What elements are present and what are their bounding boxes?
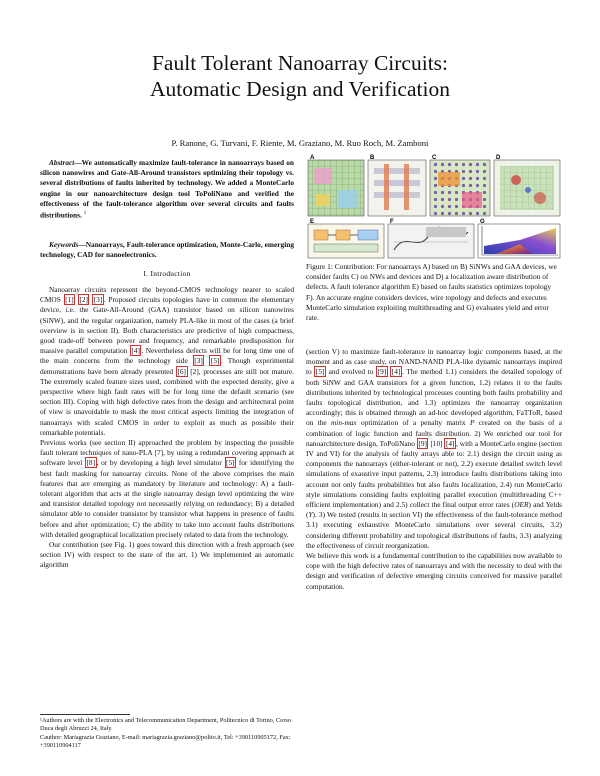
panel-e: E	[307, 219, 385, 259]
citation[interactable]: [9]	[376, 366, 388, 378]
footnote: ¹Authors are with the Electronics and Te…	[40, 717, 294, 751]
panel-label: B	[370, 155, 375, 161]
citation[interactable]: [3]	[92, 294, 104, 306]
keywords: Keywords—Nanoarrays, Fault-tolerance opt…	[40, 240, 294, 260]
footnote-line-1: ¹Authors are with the Electronics and Te…	[40, 717, 292, 733]
abstract-footnote-mark: 1	[83, 211, 87, 217]
right-column: (section V) to maximize fault-tolerance …	[306, 347, 562, 592]
title-line-1: Fault Tolerant Nanoarray Circuits:	[151, 51, 449, 75]
citation[interactable]: [8]	[84, 457, 97, 469]
panel-label: C	[432, 155, 437, 161]
citation[interactable]: [4]	[390, 366, 402, 378]
panel-label: F	[390, 219, 394, 225]
panel-g: G	[477, 219, 561, 259]
section-heading: I. Introduction	[143, 269, 191, 278]
citation[interactable]: [5]	[224, 457, 237, 469]
intro-paragraph-1: Nanoarray circuits represent the beyond-…	[40, 285, 294, 437]
panel-d: D	[493, 155, 561, 217]
panel-c: C	[429, 155, 491, 217]
figure-1-graphic: A B C D	[307, 155, 561, 259]
citation[interactable]: [4]	[129, 345, 142, 357]
intro-paragraph-2: Previous works (see section II) approach…	[40, 438, 294, 539]
keywords-body: —Nanoarrays, Fault-tolerance optimizatio…	[40, 240, 294, 260]
right-paragraph-1: (section V) to maximize fault-tolerance …	[306, 347, 563, 550]
panel-a: A	[307, 155, 365, 217]
keywords-lead: Keywords	[49, 240, 79, 249]
left-column: Nanoarray circuits represent the beyond-…	[40, 285, 294, 571]
panel-b: B	[367, 155, 427, 217]
abstract-body: —We automatically maximize fault-toleran…	[40, 158, 294, 220]
citation[interactable]: [9]	[416, 437, 429, 449]
abstract: Abstract—We automatically maximize fault…	[40, 158, 294, 221]
author-list: P. Ranone, G. Turvani, F. Riente, M. Gra…	[171, 138, 429, 148]
panel-label: E	[310, 219, 314, 225]
citation[interactable]: [5]	[209, 355, 221, 367]
footnote-line-2: Cauthor: Mariagrazia Graziano, E-mail: m…	[40, 733, 291, 750]
citation[interactable]: [5]	[314, 366, 326, 378]
panel-label: D	[496, 155, 501, 161]
citation[interactable]: [6]	[175, 365, 188, 377]
citation[interactable]: [4]	[444, 437, 457, 449]
citation[interactable]: [1]	[63, 294, 76, 306]
citation[interactable]: [2]	[77, 294, 90, 306]
intro-paragraph-3: Our contribution (see Fig. 1) goes towar…	[40, 540, 294, 570]
panel-label: A	[310, 155, 315, 161]
footnote-rule	[40, 714, 130, 715]
figure-caption: Figure 1: Contribution: For nanoarrays A…	[306, 262, 557, 323]
citation[interactable]: [3]	[192, 355, 205, 367]
abstract-lead: Abstract	[49, 158, 75, 167]
title-line-2: Automatic Design and Verification	[150, 77, 450, 101]
paper-title: Fault Tolerant Nanoarray Circuits: Autom…	[60, 50, 540, 102]
figure-1: A B C D	[306, 154, 562, 260]
right-paragraph-2: We believe this work is a fundamental co…	[306, 551, 562, 591]
panel-f: F	[387, 219, 475, 259]
panel-label: G	[480, 219, 485, 225]
